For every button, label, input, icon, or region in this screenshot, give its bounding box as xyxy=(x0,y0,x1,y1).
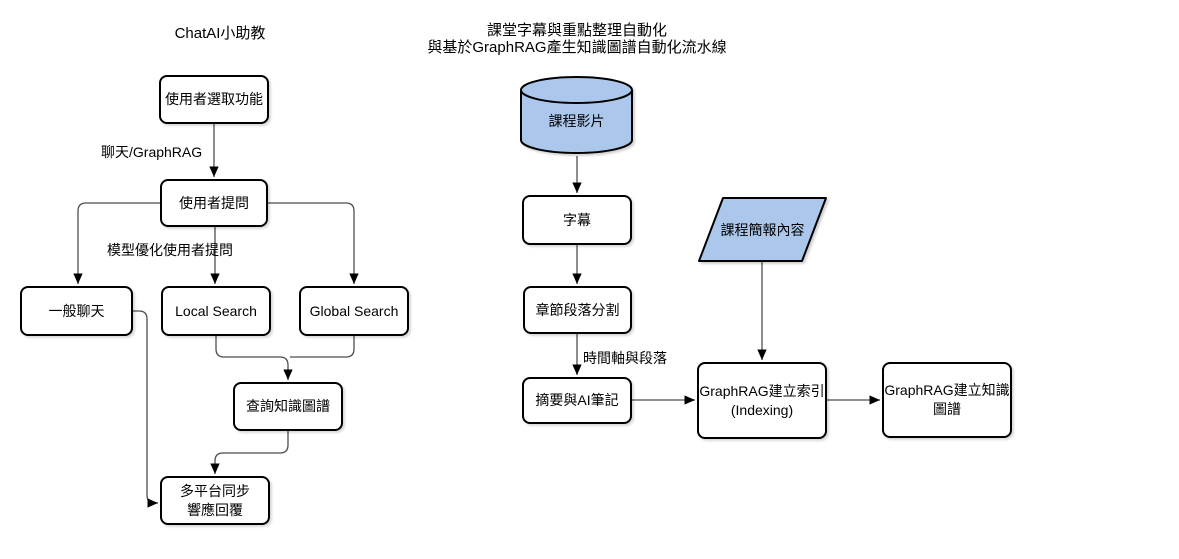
node-user-question[interactable]: 使用者提問 xyxy=(160,179,268,227)
node-subtitles-label: 字幕 xyxy=(563,211,591,228)
edge-localsearch-to-querykg xyxy=(215,336,293,380)
node-multi-sync-label-line1: 多平台同步 xyxy=(180,482,250,499)
node-query-kg[interactable]: 查詢知識圖譜 xyxy=(233,382,343,431)
edge-userquestion-to-globalsearch xyxy=(268,202,359,284)
edge-label-chat-graphrag: 聊天/GraphRAG xyxy=(101,144,203,160)
right-chart-title-line2: 與基於GraphRAG產生知識圖譜自動化流水線 xyxy=(427,39,727,56)
edge-label-model-optimize: 模型優化使用者提問 xyxy=(107,242,233,258)
node-user-question-label: 使用者提問 xyxy=(179,194,249,211)
cylinder-shape xyxy=(520,76,633,154)
node-graphrag-index-label-line1: GraphRAG建立索引 xyxy=(699,382,825,399)
node-query-kg-label: 查詢知識圖譜 xyxy=(246,398,330,414)
edge-userquestion-to-generalchat xyxy=(73,202,160,284)
node-summary-ai-notes[interactable]: 摘要與AI筆記 xyxy=(522,377,632,424)
node-course-slides[interactable]: 課程簡報內容 xyxy=(698,197,827,262)
node-graphrag-index-label-line2: (Indexing) xyxy=(730,401,794,418)
left-chart-title: ChatAI小助教 xyxy=(174,25,266,42)
node-summary-ai-notes-label: 摘要與AI筆記 xyxy=(535,392,619,408)
edge-globalsearch-merge xyxy=(290,336,355,358)
node-local-search-label: Local Search xyxy=(175,302,257,319)
node-graphrag-kg[interactable]: GraphRAG建立知識 圖譜 xyxy=(882,362,1012,438)
node-graphrag-index[interactable]: GraphRAG建立索引 (Indexing) xyxy=(697,362,827,439)
node-course-slides-label: 課程簡報內容 xyxy=(720,221,805,238)
node-graphrag-kg-label-line2: 圖譜 xyxy=(933,401,961,417)
node-general-chat-label: 一般聊天 xyxy=(48,302,105,319)
right-chart-title-line1: 課堂字幕與重點整理自動化 xyxy=(486,22,667,39)
node-select-function-label: 使用者選取功能 xyxy=(165,91,263,107)
node-general-chat[interactable]: 一般聊天 xyxy=(20,286,133,336)
node-chapter-split-label: 章節段落分割 xyxy=(535,301,620,318)
node-course-video-label: 課程影片 xyxy=(548,113,605,129)
node-multi-sync-label-line2: 響應回覆 xyxy=(187,501,243,518)
edge-label-timeline-paragraph: 時間軸與段落 xyxy=(583,350,667,366)
node-course-video[interactable]: 課程影片 xyxy=(520,75,633,155)
node-select-function[interactable]: 使用者選取功能 xyxy=(159,75,269,124)
node-subtitles[interactable]: 字幕 xyxy=(522,195,632,245)
node-local-search[interactable]: Local Search xyxy=(161,286,271,336)
node-global-search[interactable]: Global Search xyxy=(299,286,409,336)
edge-querykg-to-multisync xyxy=(210,431,289,474)
node-graphrag-kg-label-line1: GraphRAG建立知識 xyxy=(884,382,1010,398)
node-chapter-split[interactable]: 章節段落分割 xyxy=(523,286,632,334)
right-chart-title: 課堂字幕與重點整理自動化 與基於GraphRAG產生知識圖譜自動化流水線 xyxy=(402,22,752,56)
node-multi-sync[interactable]: 多平台同步 響應回覆 xyxy=(160,476,270,525)
node-global-search-label: Global Search xyxy=(309,302,399,319)
parallelogram-shape xyxy=(698,197,827,262)
edge-generalchat-to-multisync xyxy=(133,310,158,508)
